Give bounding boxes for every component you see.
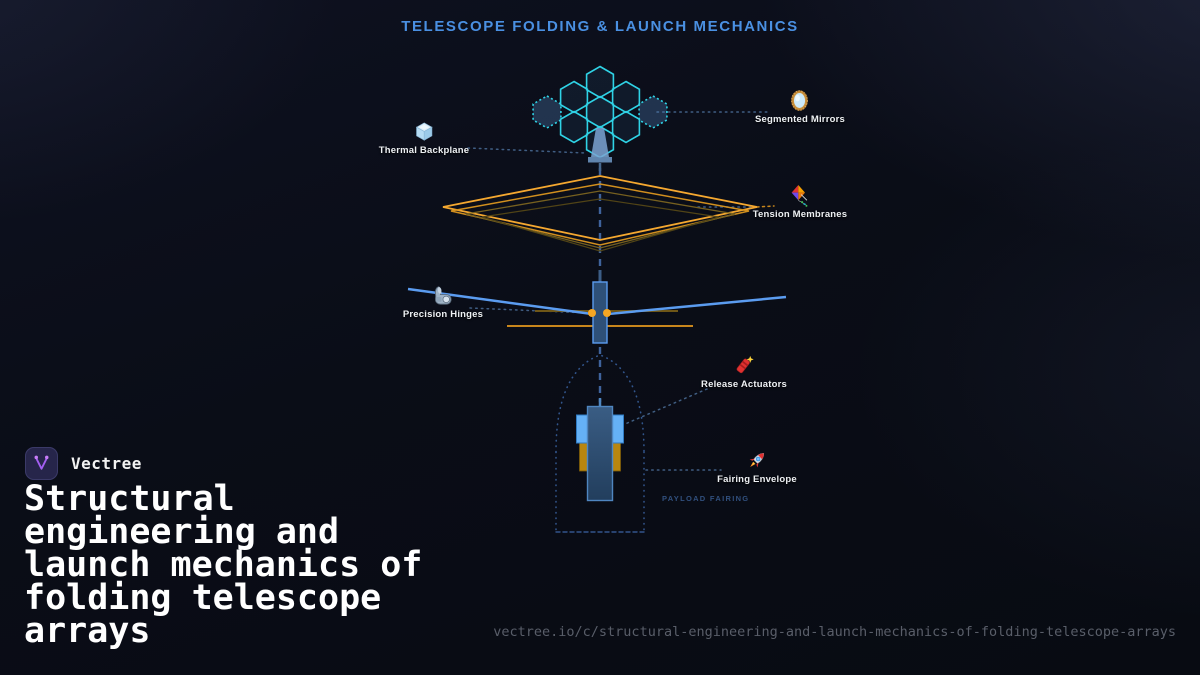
mechanical-arm-icon	[432, 284, 455, 307]
callout-release-actuators: Release Actuators	[701, 354, 787, 390]
hinge-point-left	[588, 309, 596, 317]
page-title: TELESCOPE FOLDING & LAUNCH MECHANICS	[401, 18, 799, 35]
folded-telescope-stack	[576, 398, 624, 502]
connector-release-actuators	[617, 388, 708, 428]
deployed-arm-right	[607, 295, 787, 316]
stowed-body	[586, 405, 614, 502]
footer-url: vectree.io/c/structural-engineering-and-…	[493, 624, 1176, 640]
payload-fairing-caption: PAYLOAD FAIRING	[662, 494, 750, 503]
brand-name: Vectree	[71, 454, 142, 473]
callout-precision-hinges: Precision Hinges	[403, 284, 483, 320]
callout-label: Precision Hinges	[402, 309, 484, 320]
secondary-mirror-tower	[588, 128, 612, 171]
brand-row: Vectree	[25, 447, 142, 480]
callout-tension-membranes: Tension Membranes	[753, 184, 848, 220]
mirror-icon	[788, 89, 811, 112]
callout-label: Fairing Envelope	[717, 474, 797, 485]
callout-label: Segmented Mirrors	[755, 114, 845, 125]
callout-label: Tension Membranes	[752, 209, 848, 220]
rocket-icon	[746, 449, 769, 472]
connector-thermal-backplane	[467, 147, 586, 154]
folded-wing-hexagon-right	[638, 95, 668, 129]
mirror-array	[532, 65, 668, 159]
payload-fairing-outline	[555, 354, 645, 533]
hinge-point-right	[603, 309, 611, 317]
callout-thermal-backplane: Thermal Backplane	[379, 120, 470, 156]
folded-wing-hexagon-left	[532, 95, 562, 129]
vectree-logo-icon	[25, 447, 58, 480]
kite-icon	[789, 184, 812, 207]
folded-mirror-wing-right	[611, 414, 624, 444]
callout-fairing-envelope: Fairing Envelope	[717, 449, 797, 485]
callout-label: Release Actuators	[701, 379, 787, 390]
callout-label: Thermal Backplane	[378, 145, 470, 156]
callout-segmented-mirrors: Segmented Mirrors	[755, 89, 845, 125]
ice-cube-icon	[413, 120, 436, 143]
main-heading: Structural engineering and launch mechan…	[24, 479, 423, 651]
firecracker-icon	[732, 354, 755, 377]
folded-mirror-wing-left	[576, 414, 589, 444]
sunshield-membranes	[442, 175, 758, 252]
